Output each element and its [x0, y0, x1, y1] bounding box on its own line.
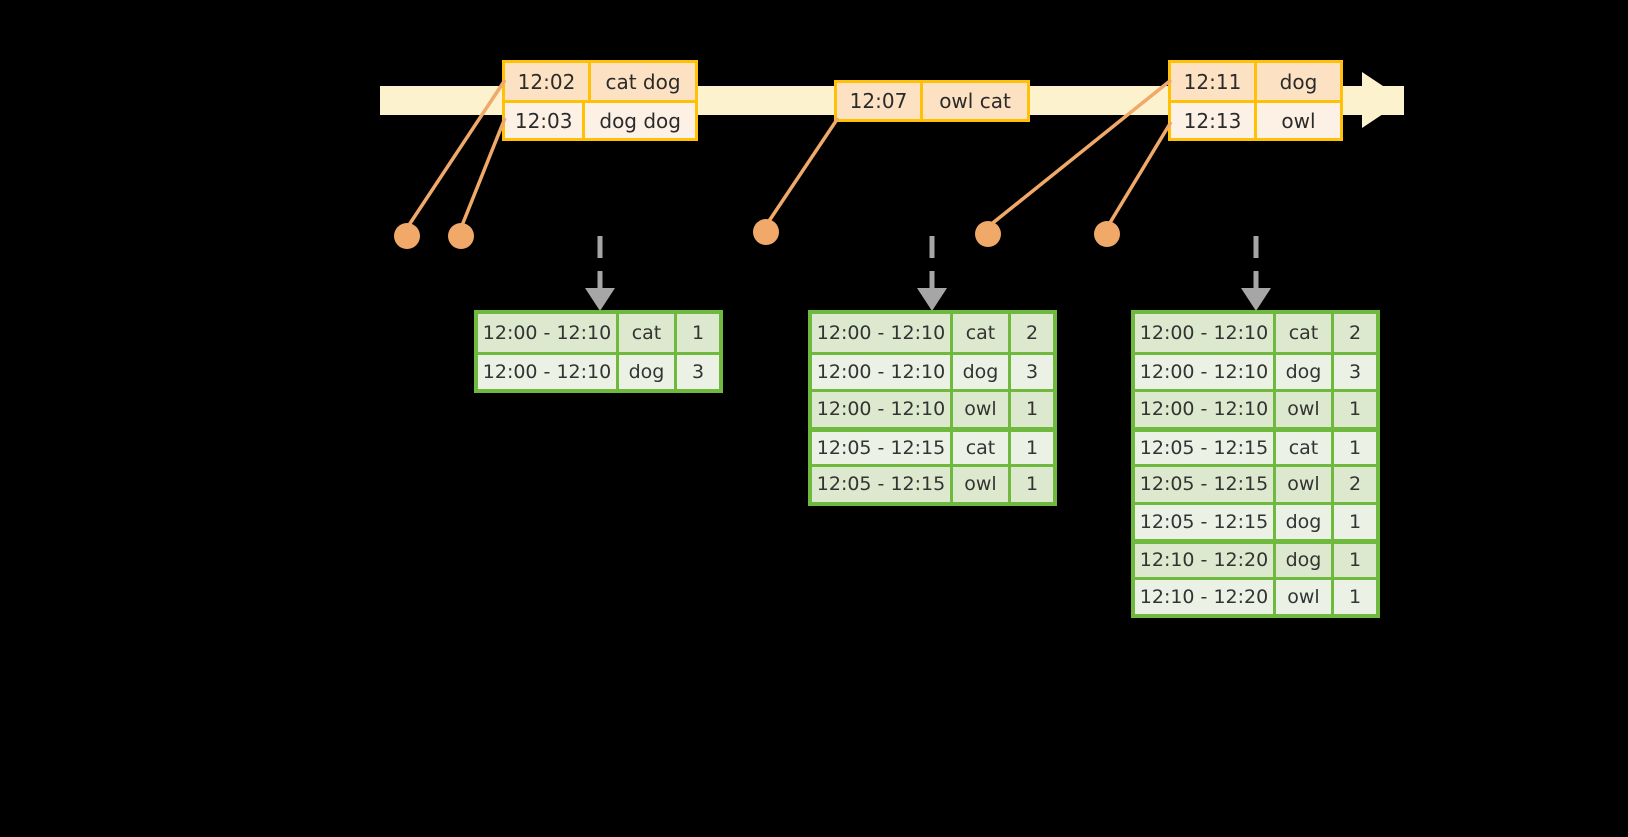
connector-line-1213: [1106, 121, 1173, 227]
cell-key: owl: [1276, 579, 1334, 614]
cell-count: 1: [1025, 398, 1039, 421]
cell-count: 1: [1348, 549, 1362, 572]
cell-key: owl: [953, 392, 1011, 427]
event-row: 12:07 owl cat: [837, 83, 1027, 119]
result-table-3[interactable]: 12:00 - 12:10 cat 2 12:00 - 12:10 dog 3 …: [1131, 310, 1380, 618]
table-row: 12:00 - 12:10 cat 2: [1135, 314, 1376, 352]
flow-arrow-to-table-2-head: [917, 288, 947, 311]
cell-window: 12:10 - 12:20: [1135, 579, 1276, 614]
flow-arrow-to-table-3-head: [1241, 288, 1271, 311]
table-row: 12:05 - 12:15 owl 1: [812, 464, 1053, 502]
cell-count: 1: [691, 321, 705, 344]
connector-dot-1202: [394, 223, 420, 249]
cell-window: 12:00 - 12:10: [478, 314, 619, 352]
cell-window: 12:05 - 12:15: [1135, 431, 1276, 464]
event-words: owl: [1281, 108, 1316, 133]
cell-window: 12:05 - 12:15: [812, 431, 953, 464]
event-group-1[interactable]: 12:02 cat dog 12:03 dog dog: [502, 60, 698, 141]
event-row: 12:03 dog dog: [505, 100, 695, 138]
table-row: 12:05 - 12:15 cat 1: [812, 426, 1053, 464]
cell-window: 12:00 - 12:10: [812, 314, 953, 352]
cell-key: dog: [1276, 544, 1334, 577]
cell-key: dog: [953, 354, 1011, 389]
event-time: 12:02: [505, 63, 591, 101]
cell-key: dog: [1276, 504, 1334, 539]
table-row: 12:05 - 12:15 dog 1: [1135, 501, 1376, 539]
cell-window: 12:10 - 12:20: [1135, 544, 1276, 577]
cell-count: 1: [1348, 585, 1362, 608]
cell-window: 12:00 - 12:10: [1135, 314, 1276, 352]
cell-window: 12:00 - 12:10: [812, 392, 953, 427]
cell-count: 1: [1348, 510, 1362, 533]
table-row: 12:00 - 12:10 dog 3: [478, 351, 719, 389]
event-row: 12:02 cat dog: [505, 63, 695, 101]
table-row: 12:05 - 12:15 cat 1: [1135, 426, 1376, 464]
table-row: 12:10 - 12:20 owl 1: [1135, 576, 1376, 614]
connector-line-1207: [765, 117, 840, 225]
cell-count: 2: [1025, 321, 1039, 344]
event-words: owl cat: [939, 89, 1011, 113]
cell-key: dog: [1276, 354, 1334, 389]
cell-key: cat: [1276, 431, 1334, 464]
connector-line-1203: [459, 117, 507, 229]
cell-window: 12:05 - 12:15: [1135, 467, 1276, 502]
table-row: 12:00 - 12:10 cat 1: [478, 314, 719, 352]
cell-window: 12:00 - 12:10: [1135, 392, 1276, 427]
table-row: 12:00 - 12:10 owl 1: [1135, 389, 1376, 427]
connector-dot-1213: [1094, 221, 1120, 247]
event-time: 12:03: [505, 103, 586, 138]
table-row: 12:00 - 12:10 owl 1: [812, 389, 1053, 427]
cell-count: 2: [1348, 473, 1362, 496]
cell-key: cat: [1276, 314, 1334, 352]
cell-count: 3: [1348, 360, 1362, 383]
cell-key: owl: [1276, 467, 1334, 502]
cell-key: cat: [953, 314, 1011, 352]
table-row: 12:00 - 12:10 dog 3: [812, 351, 1053, 389]
event-time: 12:13: [1171, 103, 1257, 138]
cell-key: cat: [619, 314, 677, 352]
cell-count: 2: [1348, 321, 1362, 344]
timeline-arrowhead-right: [1362, 72, 1404, 128]
cell-key: owl: [1276, 392, 1334, 427]
cell-count: 3: [691, 360, 705, 383]
event-words: cat dog: [605, 69, 681, 94]
cell-count: 1: [1348, 398, 1362, 421]
table-row: 12:00 - 12:10 cat 2: [812, 314, 1053, 352]
cell-count: 1: [1348, 436, 1362, 459]
cell-window: 12:05 - 12:15: [812, 467, 953, 502]
cell-window: 12:05 - 12:15: [1135, 504, 1276, 539]
cell-window: 12:00 - 12:10: [478, 354, 619, 389]
event-group-2[interactable]: 12:07 owl cat: [834, 80, 1030, 122]
cell-count: 1: [1025, 436, 1039, 459]
event-group-3[interactable]: 12:11 dog 12:13 owl: [1168, 60, 1343, 141]
table-row: 12:10 - 12:20 dog 1: [1135, 539, 1376, 577]
cell-window: 12:00 - 12:10: [812, 354, 953, 389]
cell-key: cat: [953, 431, 1011, 464]
flow-arrow-to-table-1-head: [585, 288, 615, 311]
cell-key: dog: [619, 354, 677, 389]
event-row: 12:13 owl: [1171, 100, 1340, 138]
connector-dot-1203: [448, 223, 474, 249]
connector-dot-1207: [753, 219, 779, 245]
cell-key: owl: [953, 467, 1011, 502]
connector-dot-1211: [975, 221, 1001, 247]
result-table-1[interactable]: 12:00 - 12:10 cat 1 12:00 - 12:10 dog 3: [474, 310, 723, 393]
cell-count: 1: [1025, 473, 1039, 496]
table-row: 12:05 - 12:15 owl 2: [1135, 464, 1376, 502]
cell-count: 3: [1025, 360, 1039, 383]
table-row: 12:00 - 12:10 dog 3: [1135, 351, 1376, 389]
result-table-2[interactable]: 12:00 - 12:10 cat 2 12:00 - 12:10 dog 3 …: [808, 310, 1057, 506]
event-row: 12:11 dog: [1171, 63, 1340, 101]
cell-window: 12:00 - 12:10: [1135, 354, 1276, 389]
event-words: dog: [1279, 69, 1318, 94]
event-time: 12:11: [1171, 63, 1257, 101]
event-words: dog dog: [599, 108, 681, 133]
event-time: 12:07: [837, 83, 923, 119]
